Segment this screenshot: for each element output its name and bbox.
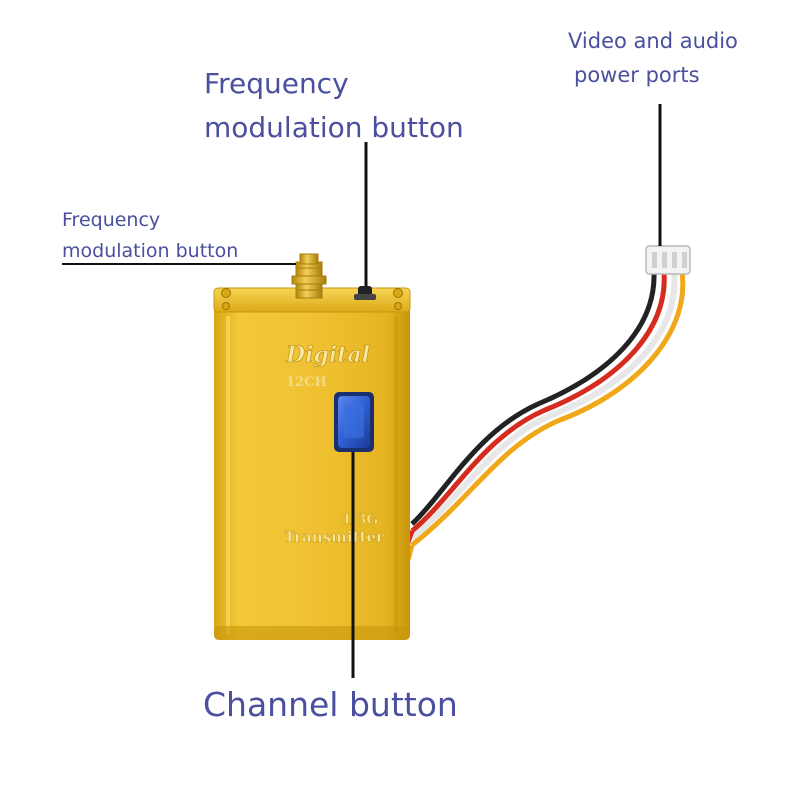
- label-video-audio-power-ports: Video and audio power ports: [568, 24, 738, 92]
- screw-icon: [222, 302, 230, 310]
- label-frequency-modulation-left: Frequency modulation button: [62, 205, 238, 267]
- label-channel-button: Channel button: [203, 685, 458, 724]
- label-frequency-modulation-top: Frequency modulation button: [204, 62, 464, 150]
- wire-harness: [403, 271, 686, 561]
- antenna-connector: [291, 253, 327, 299]
- label-freq-top-line1: Frequency: [204, 67, 349, 100]
- label-freq-left-line2: modulation button: [62, 240, 239, 262]
- wire-white-outline: [409, 271, 678, 541]
- screw-icon: [221, 288, 231, 298]
- device-type-text: Transmitter: [284, 528, 385, 546]
- frequency-modulation-button: [354, 286, 376, 300]
- screw-icon: [394, 302, 402, 310]
- screw-icon: [393, 288, 403, 298]
- wire-white: [410, 271, 677, 540]
- device-channels-text: 12CH: [286, 375, 327, 390]
- device-brand-text: Digital: [285, 342, 370, 368]
- wire-red: [410, 271, 667, 533]
- label-freq-top-line2: modulation button: [204, 111, 464, 144]
- label-video-audio-line1: Video and audio: [568, 29, 738, 53]
- device-band-text: 1.3G: [342, 512, 378, 528]
- channel-button: [334, 392, 374, 452]
- screws: [221, 288, 403, 310]
- label-video-audio-line2: power ports: [574, 63, 700, 87]
- label-freq-left-line1: Frequency: [62, 209, 161, 231]
- wire-black: [410, 271, 657, 526]
- transmitter-body: [213, 287, 411, 640]
- connector-plug: [645, 245, 691, 275]
- wire-yellow: [410, 271, 686, 547]
- leader-lines: [62, 104, 662, 678]
